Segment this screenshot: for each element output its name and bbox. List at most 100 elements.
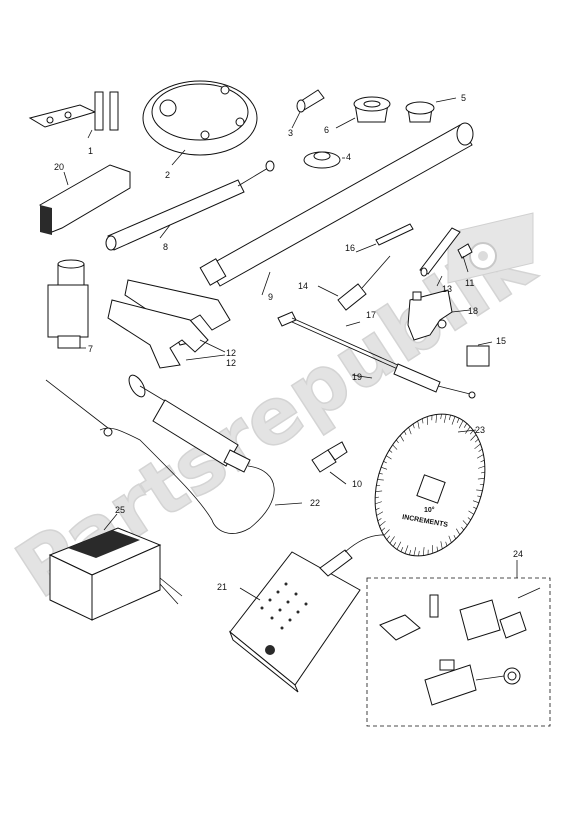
part-20-bracket: [39, 164, 131, 235]
callout-9: 9: [268, 292, 273, 302]
disc-tick: [396, 439, 399, 444]
disc-tick: [440, 541, 443, 550]
indicator-dots: [260, 582, 308, 630]
part-18-clamp: [407, 289, 471, 341]
disc-tick: [396, 541, 402, 550]
disc-tick: [480, 459, 485, 463]
part-3-pin: [291, 89, 325, 129]
part-17-19-tool: [277, 311, 476, 399]
callout-12: 12: [226, 348, 236, 358]
part-23-timing-disc: 10° INCREMENTS: [374, 413, 486, 557]
disc-tick: [436, 546, 438, 552]
callout-1: 1: [88, 146, 93, 156]
part-10-fitting: [311, 441, 348, 485]
disc-tick: [379, 473, 383, 475]
disc-tick: [422, 418, 424, 424]
part-11-screw: [457, 243, 473, 273]
disc-tick: [443, 414, 447, 423]
disc-tick: [383, 461, 387, 464]
part-24-kit-box: [366, 560, 551, 727]
callout-17: 17: [366, 310, 376, 320]
callout-5: 5: [461, 93, 466, 103]
disc-tick: [468, 510, 474, 515]
disc-tick: [375, 490, 383, 492]
disc-tick: [477, 478, 485, 480]
part-7-sleeve: [47, 259, 89, 349]
disc-tick: [456, 418, 460, 424]
callout-4: 4: [346, 152, 351, 162]
disc-tick: [375, 501, 382, 505]
callout-10: 10: [352, 479, 362, 489]
disc-tick: [376, 511, 384, 516]
disc-tick: [480, 471, 485, 474]
part-21-test-box: [228, 534, 406, 693]
disc-tick: [413, 547, 417, 556]
disc-tick: [386, 535, 391, 540]
part-15-plate: [466, 341, 493, 367]
disc-tick: [423, 547, 425, 556]
disc-tick: [456, 528, 461, 535]
disc-tick: [478, 465, 485, 469]
part-1-bracket: [28, 91, 119, 139]
disc-tick: [448, 535, 452, 543]
disc-tick: [389, 536, 395, 544]
callout-20: 20: [54, 162, 64, 172]
disc-tick: [465, 426, 471, 434]
disc-tick: [418, 550, 420, 556]
disc-tick: [417, 420, 420, 429]
disc-tick: [448, 415, 451, 421]
callout-13: 13: [442, 284, 452, 294]
disc-tick: [462, 520, 468, 526]
part-6-cup: [335, 96, 391, 129]
callout-6: 6: [324, 125, 329, 135]
disc-tick: [383, 529, 390, 536]
disc-tick: [476, 454, 484, 459]
disc-ticks: [375, 414, 485, 556]
disc-tick: [470, 434, 477, 441]
disc-tick: [409, 549, 412, 555]
disc-tick: [400, 546, 404, 552]
disc-tick: [451, 416, 456, 425]
part-22-pump: [45, 374, 303, 534]
disc-tick: [389, 449, 393, 453]
disc-tick: [392, 542, 397, 547]
callout-22: 22: [310, 498, 320, 508]
disc-tick: [478, 448, 483, 452]
callout-19: 19: [352, 372, 362, 382]
callout-18: 18: [468, 306, 478, 316]
gear-icon: [447, 212, 534, 284]
disc-tick: [477, 495, 481, 497]
callout-2: 2: [165, 170, 170, 180]
part-9-long-bar: [199, 122, 474, 296]
part-13-rod: [419, 227, 461, 287]
part-4-cup: [303, 151, 345, 169]
part-5-cup: [405, 97, 457, 123]
disc-tick: [472, 500, 480, 504]
disc-tick: [392, 444, 398, 450]
disc-tick: [474, 443, 481, 450]
part-12-spanners: [107, 279, 231, 369]
disc-tick: [375, 496, 380, 499]
callout-25: 25: [115, 505, 125, 515]
callout-8: 8: [163, 242, 168, 252]
callout-15: 15: [496, 336, 506, 346]
disc-tick: [435, 414, 437, 423]
disc-tick: [386, 455, 392, 460]
disc-tick: [377, 479, 384, 481]
disc-tick: [469, 430, 474, 435]
disc-tick: [399, 435, 404, 442]
part-25-connector-block: [48, 513, 183, 621]
callout-14: 14: [298, 281, 308, 291]
disc-tick: [467, 517, 471, 521]
callout-12: 12: [226, 358, 236, 368]
disc-tick: [404, 545, 409, 554]
disc-tick: [473, 506, 477, 509]
part-14-socket: [317, 255, 391, 311]
disc-tick: [461, 526, 464, 531]
disc-tick: [474, 438, 479, 443]
disc-tick: [375, 507, 380, 511]
part-8-bar: [105, 160, 275, 251]
callout-11: 11: [465, 278, 474, 288]
disc-tick: [440, 414, 442, 420]
